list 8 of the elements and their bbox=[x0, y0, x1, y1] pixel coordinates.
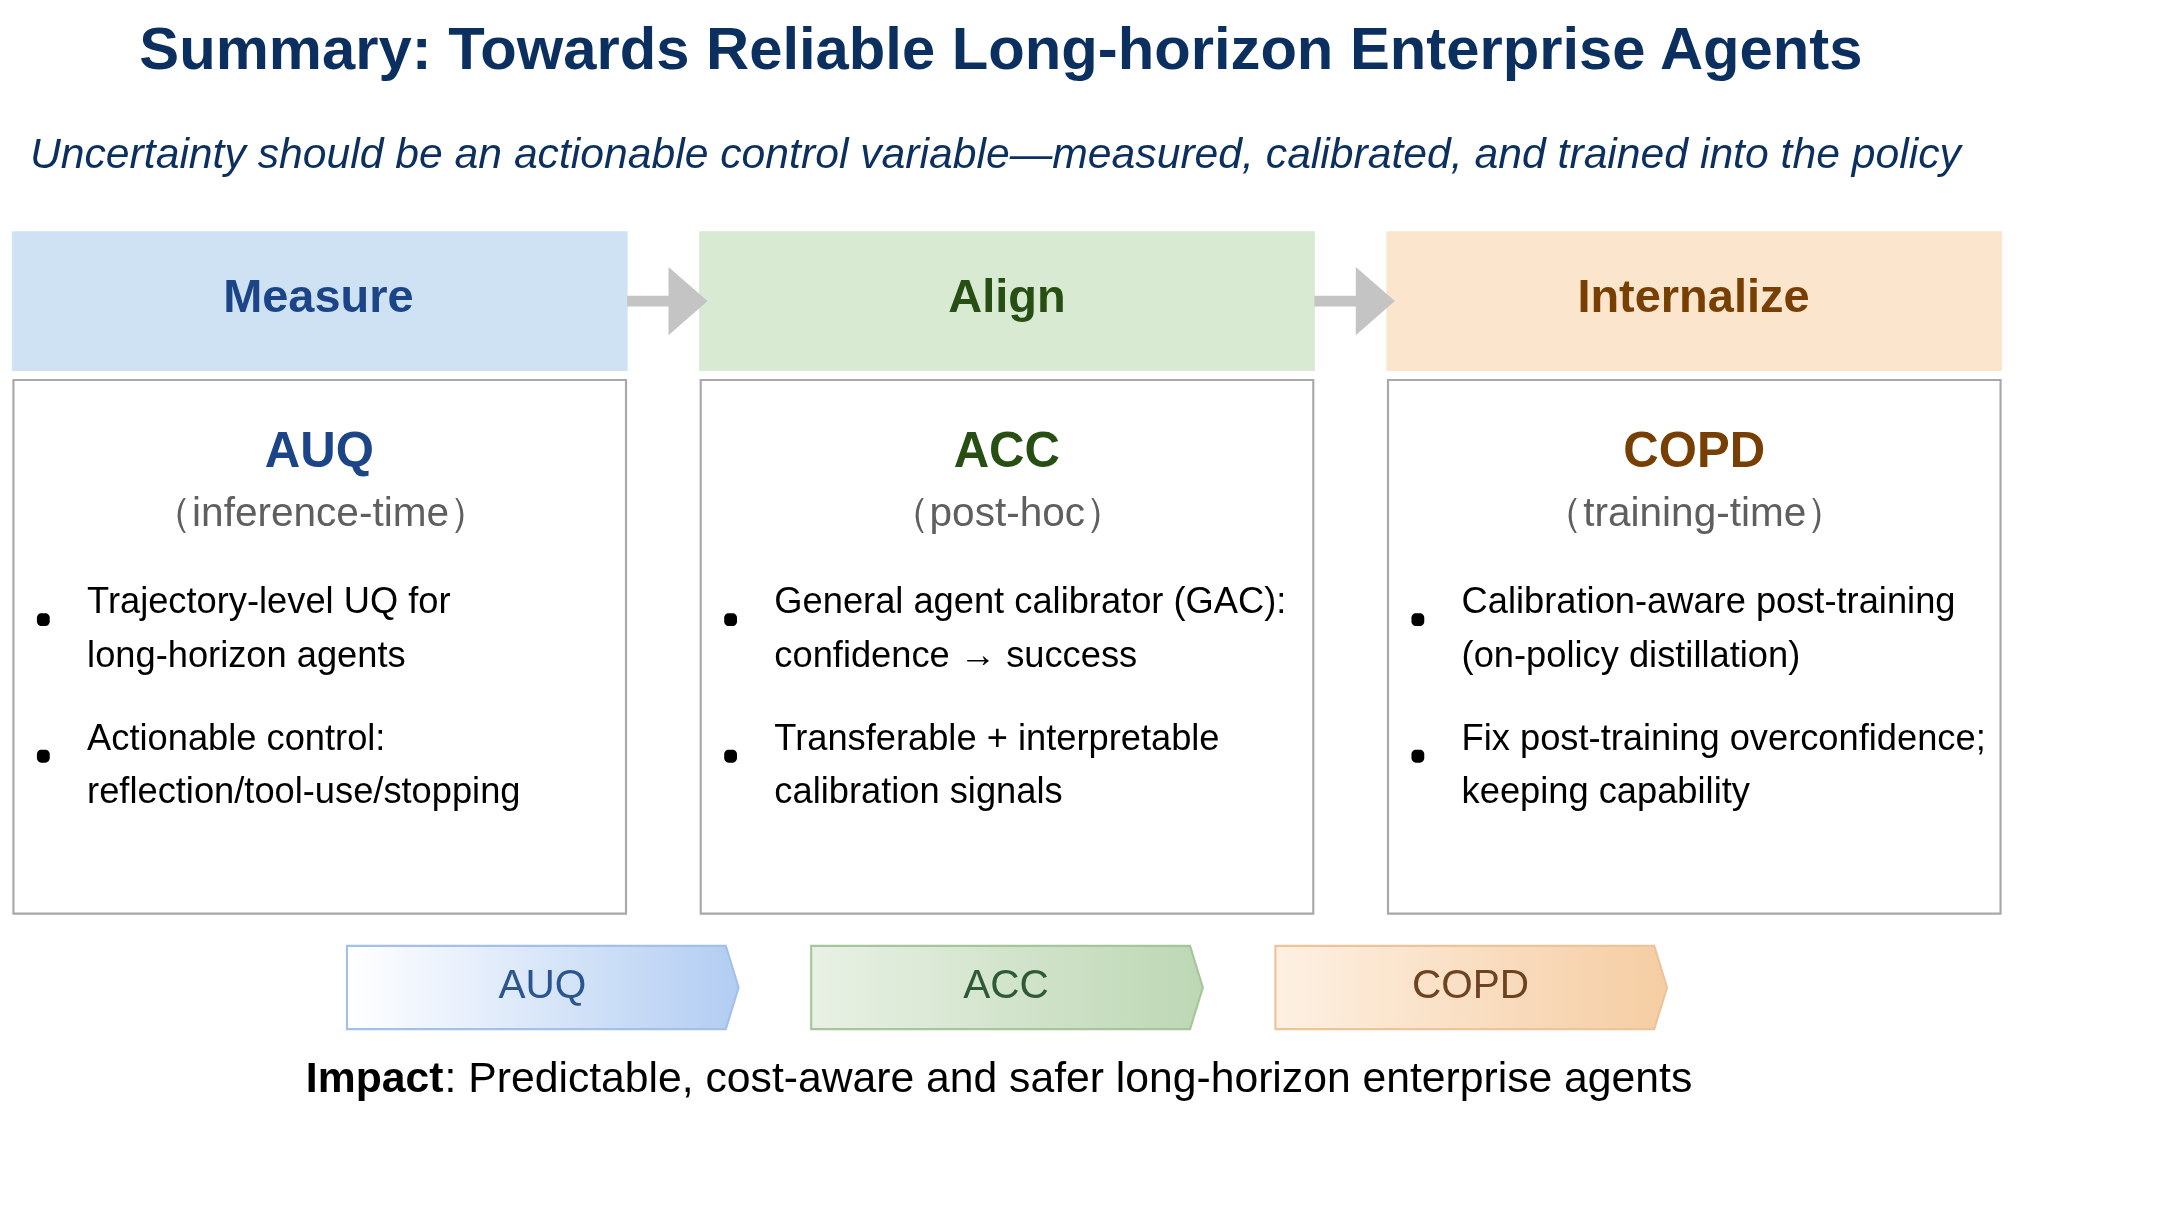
label: Uncertainty should be an actionable control variable—measured, calibrated, and trained into the policy bbox=[29, 128, 1961, 177]
diagram-title: Summary: Towards Reliable Long-horizon Enterprise Agents bbox=[139, 14, 1863, 82]
node-box: Align bbox=[699, 230, 1315, 371]
node-box: Internalize bbox=[1386, 230, 2003, 371]
node-box: Measure bbox=[11, 230, 628, 371]
label: Impact: Predictable, cost-aware and safer long-horizon enterprise agents bbox=[305, 1052, 1693, 1101]
arrow bbox=[1314, 266, 1395, 335]
arrow bbox=[627, 266, 708, 335]
